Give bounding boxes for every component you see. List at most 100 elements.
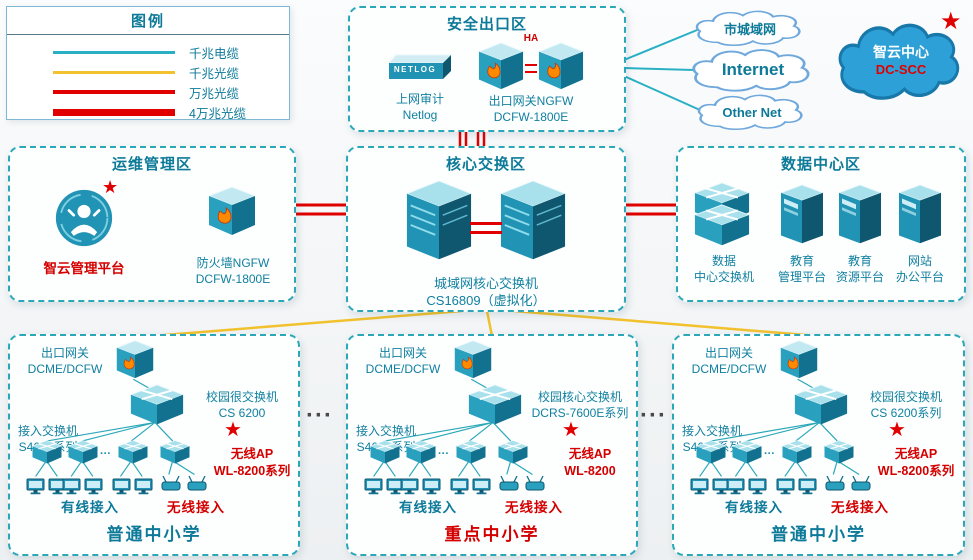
pc-icon (422, 478, 442, 495)
cloud-internet-label: Internet (721, 60, 785, 79)
school-zone-key: 出口网关 DCME/DCFW 校园核心交换机 DCRS-7600E系列 接入交换… (346, 334, 638, 556)
legend: 图例 千兆电缆 千兆光缆 万兆光缆 4万兆光缆 (6, 6, 290, 122)
school-cabling (373, 378, 533, 477)
dc-switch-icon (694, 204, 750, 248)
pc-icon (690, 478, 710, 495)
firewall-icon (478, 42, 524, 94)
gigabit-copper-line-swatch (53, 50, 175, 54)
pc-icon (26, 478, 46, 495)
pc-icon (726, 478, 746, 495)
dc-switch-label: 数据 中心交换机 (693, 254, 754, 284)
cloud-zhiyun-center: 智云中心 DC-SCC (832, 18, 970, 104)
ha-badge: HA (523, 33, 539, 44)
cloud-other-label: Other Net (722, 104, 782, 120)
core-switch-icon (406, 180, 472, 272)
server-icon (780, 184, 824, 250)
40g-fiber-line-swatch (53, 108, 175, 116)
wireless-access-label: 无线接入 (831, 500, 889, 515)
access-switch-icon (732, 440, 762, 465)
school-name: 重点中小学 (444, 525, 540, 544)
security-exit-zone: 安全出口区 NETLOG 上网审计 Netlog HA 出口网关NGFW DCF… (348, 6, 626, 132)
campus-switch-icon (794, 384, 848, 427)
wireless-ap-label: 无线AP WL-8200系列 (877, 447, 955, 478)
server-icon (838, 184, 882, 250)
access-switch-icon (118, 440, 148, 465)
ops-management-zone: 运维管理区 ★ 智云管理平台 防火墙NGFW DCFW-1800E (8, 146, 296, 302)
access-switch-icon (498, 440, 528, 465)
wired-access-label: 有线接入 (61, 500, 119, 515)
security-exit-zone-title: 安全出口区 (446, 16, 527, 33)
legend-rows: 千兆电缆 千兆光缆 万兆光缆 4万兆光缆 (7, 35, 289, 122)
school-name: 普通中小学 (771, 525, 866, 544)
pc-icon (400, 478, 420, 495)
core-switch-zone: 核心交换区 城域网核心交换机 CS16809（虚拟化） (346, 146, 626, 312)
server-label: 教育 管理平台 (777, 254, 826, 284)
ellipsis: ··· (640, 402, 667, 429)
campus-switch-icon (468, 384, 522, 427)
ellipsis: ··· (306, 402, 333, 429)
server-icon (898, 184, 942, 250)
cloud-metro-label: 市城域网 (723, 21, 776, 37)
gateway-device-icon (454, 340, 492, 382)
ops-platform-label: 智云管理平台 (43, 261, 125, 276)
ops-zone-title: 运维管理区 (111, 156, 192, 173)
campus-switch-label: 校园核心交换机 DCRS-7600E系列 (531, 390, 629, 420)
wireless-access-label: 无线接入 (505, 500, 563, 515)
wireless-access-label: 无线接入 (167, 500, 225, 515)
wireless-ap-icon (498, 475, 520, 492)
ellipsis: ··· (438, 448, 449, 460)
school-zone-ordinary-1: 出口网关 DCME/DCFW 校园很交换机 CS 6200 接入交换机 S460… (8, 334, 300, 556)
wireless-ap-icon (160, 475, 182, 492)
legend-item: 千兆光缆 (53, 62, 289, 82)
school-cabling (699, 378, 860, 477)
wireless-ap-label: 无线AP WL-8200系列 (213, 447, 291, 478)
pc-icon (472, 478, 492, 495)
campus-switch-label: 校园很交换机 CS 6200 (205, 390, 278, 420)
core-link-line (470, 231, 502, 234)
access-switch-icon (406, 440, 436, 465)
wireless-ap-label: 无线AP WL-8200 (564, 447, 616, 478)
access-switch-icon (370, 440, 400, 465)
access-switch-icon (456, 440, 486, 465)
pc-icon (364, 478, 384, 495)
pc-icon (112, 478, 132, 495)
access-switch-icon (696, 440, 726, 465)
exit-gateway-label: 出口网关NGFW DCFW-1800E (488, 94, 574, 124)
cloud-metro-network: 市城域网 (690, 8, 810, 48)
school-gateway-label: 出口网关 DCME/DCFW (691, 346, 767, 376)
dc-zone-title: 数据中心区 (780, 156, 861, 173)
school-name: 普通中小学 (106, 525, 202, 544)
wired-access-label: 有线接入 (725, 500, 783, 515)
legend-title: 图例 (7, 7, 289, 35)
netlog-device-text: NETLOG (393, 65, 437, 74)
legend-item: 万兆光缆 (53, 82, 289, 102)
core-link-line (470, 222, 502, 225)
ops-firewall-label: 防火墙NGFW DCFW-1800E (195, 256, 271, 286)
10g-fiber-line-swatch (53, 90, 175, 94)
pc-icon (798, 478, 818, 495)
cloud-zhiyun-label: 智云中心 DC-SCC (873, 44, 929, 77)
campus-switch-icon (130, 384, 184, 427)
pc-icon (450, 478, 470, 495)
ellipsis: ··· (100, 448, 111, 460)
data-center-zone: 数据中心区 数据 中心交换机 教育 管理平台 教育 资源平台 网站 办公平台 (676, 146, 966, 302)
core-switch-label: 城域网核心交换机 CS16809（虚拟化） (426, 276, 546, 308)
pc-icon (134, 478, 154, 495)
ha-link-line (525, 71, 537, 73)
audit-label: 上网审计 Netlog (395, 92, 444, 122)
pc-icon (62, 478, 82, 495)
gateway-device-icon (780, 340, 818, 382)
star-icon: ★ (102, 177, 119, 197)
server-label: 网站 办公平台 (895, 254, 944, 284)
wired-access-label: 有线接入 (399, 500, 457, 515)
ellipsis: ··· (764, 448, 775, 460)
access-switch-icon (782, 440, 812, 465)
pc-icon (748, 478, 768, 495)
pc-icon (84, 478, 104, 495)
core-zone-title: 核心交换区 (445, 156, 526, 173)
core-switch-icon (500, 180, 566, 272)
access-switch-icon (32, 440, 62, 465)
wireless-ap-icon (824, 475, 846, 492)
